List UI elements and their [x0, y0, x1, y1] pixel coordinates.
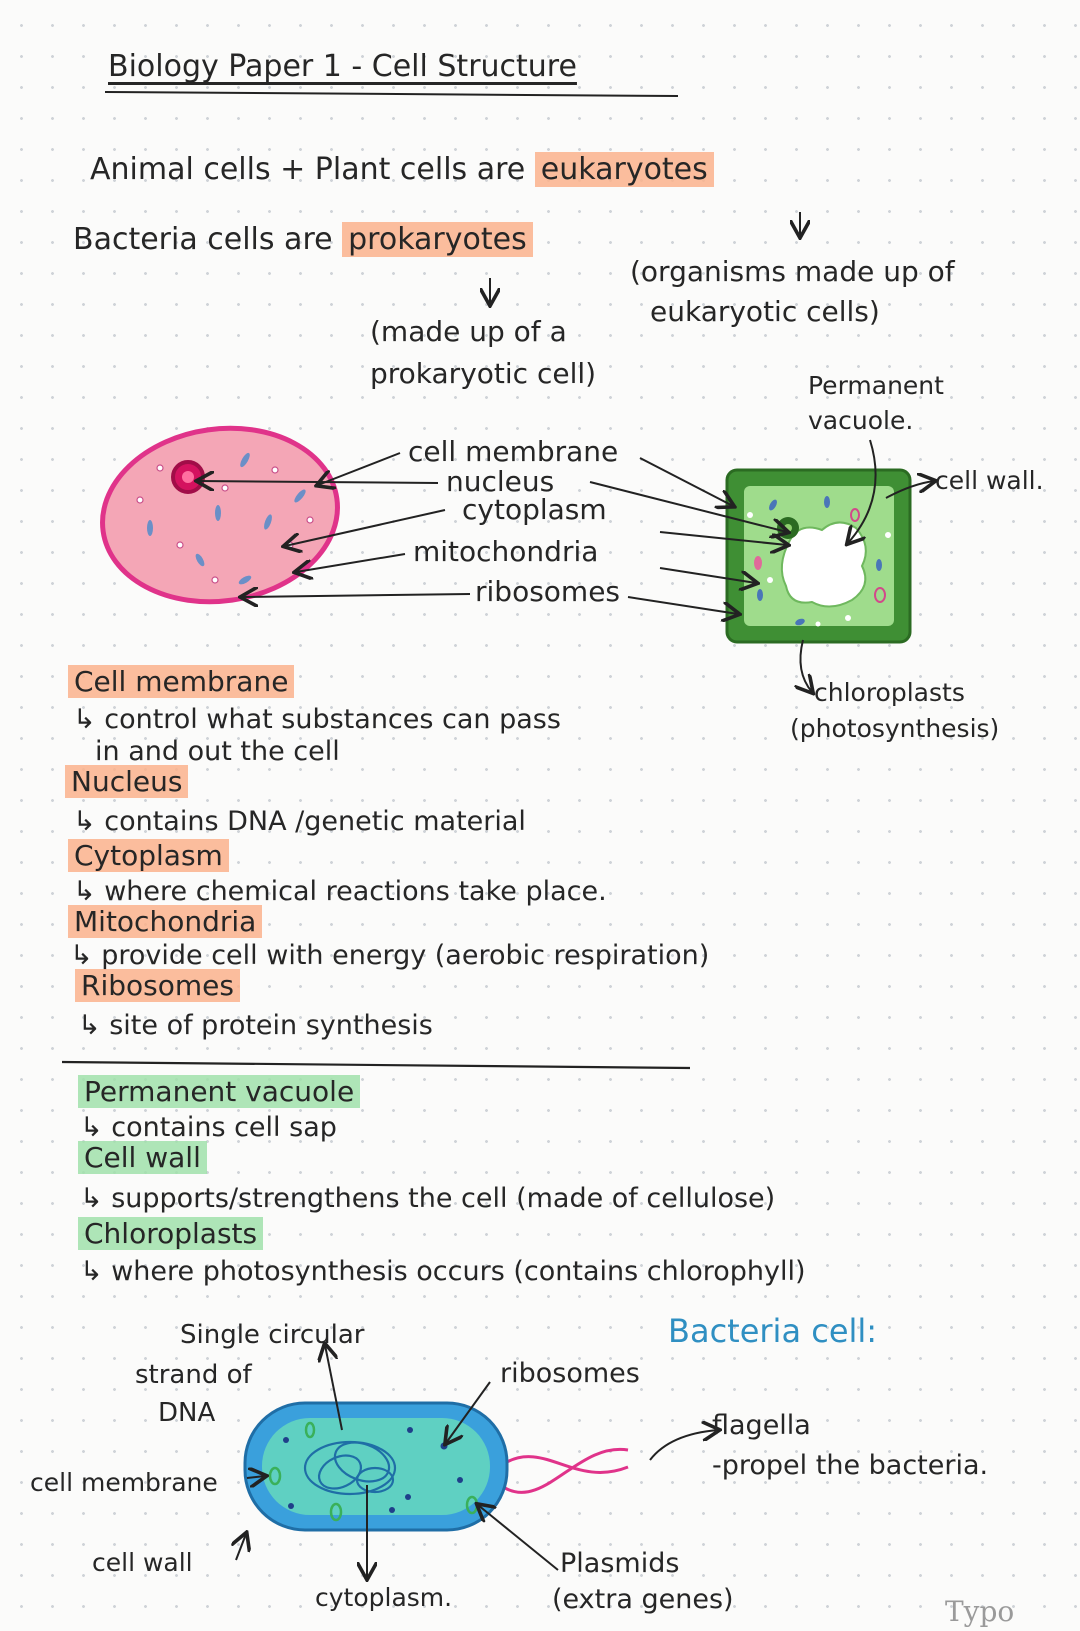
bacteria-dna-2: strand of [135, 1360, 252, 1390]
bacteria-dna-3: DNA [158, 1398, 216, 1428]
eukaryote-note-1: (organisms made up of [630, 255, 955, 288]
arrow-plasmids [478, 1505, 559, 1571]
term-mitochondria: Mitochondria [68, 905, 263, 938]
eukaryote-note-2: eukaryotic cells) [650, 295, 880, 328]
arrow-chloroplasts [800, 639, 812, 692]
bacteria-cell-diagram [243, 1401, 629, 1532]
label-permanent-vacuole-1: Permanent [808, 371, 944, 400]
arrow-vacuole [848, 439, 877, 543]
bacteria-flagella-1: flagella [712, 1410, 811, 1441]
desc-cytoplasm: ↳ where chemical reactions take place. [73, 876, 607, 907]
bacteria-plasmids-2: (extra genes) [552, 1584, 734, 1615]
desc-cell-wall: ↳ supports/strengthens the cell (made of… [80, 1183, 776, 1214]
arrow-cellwall [885, 481, 934, 499]
desc-cell-membrane-1: ↳ control what substances can pass [73, 704, 561, 735]
desc-permanent-vacuole: ↳ contains cell sap [80, 1112, 337, 1143]
prokaryote-note-2: prokaryotic cell) [370, 357, 597, 390]
bacteria-dna-loop [303, 1440, 397, 1496]
plant-cell-diagram [725, 468, 912, 644]
term-cell-membrane: Cell membrane [68, 665, 295, 698]
bacteria-cell-membrane: cell membrane [30, 1468, 218, 1497]
desc-chloroplasts: ↳ where photosynthesis occurs (contains … [80, 1256, 806, 1287]
arrow-membrane-animal [318, 452, 401, 485]
bacteria-flagella-2: -propel the bacteria. [712, 1450, 989, 1481]
arrow-ribo-plant [627, 596, 738, 614]
label-chloroplasts-2: (photosynthesis) [790, 714, 1000, 743]
desc-cell-membrane-2: in and out the cell [95, 736, 340, 767]
arrow-mito-animal [296, 553, 406, 572]
arrow-cytoplasm-plant [659, 531, 787, 545]
footer-brand-logo: Typo [945, 1595, 1015, 1628]
bacteria-heading: Bacteria cell: [668, 1312, 878, 1350]
bacteria-ribosomes: ribosomes [500, 1358, 640, 1389]
intro-line-2-text: Bacteria cells are [73, 222, 333, 257]
arrow-nucleus-animal [198, 481, 439, 483]
prokaryote-note-1: (made up of a [370, 315, 567, 348]
arrow-ribo-animal [242, 594, 471, 597]
bacteria-cytoplasm [262, 1418, 490, 1515]
term-permanent-vacuole: Permanent vacuole [78, 1075, 361, 1108]
desc-nucleus: ↳ contains DNA /genetic material [73, 806, 526, 837]
label-chloroplasts-1: chloroplasts [814, 678, 965, 707]
label-mitochondria: mitochondria [413, 535, 599, 568]
label-cell-membrane: cell membrane [408, 435, 619, 468]
desc-mitochondria: ↳ provide cell with energy (aerobic resp… [70, 940, 710, 971]
label-permanent-vacuole-2: vacuole. [808, 406, 914, 435]
arrow-nucleus-plant [589, 481, 787, 532]
intro-line-2: Bacteria cells are prokaryotes [73, 222, 533, 257]
bacteria-plasmids-1: Plasmids [560, 1548, 680, 1579]
arrow-membrane-bact [246, 1476, 265, 1478]
intro-line-1: Animal cells + Plant cells are eukaryote… [90, 152, 714, 187]
section-divider [61, 1060, 691, 1070]
arrow-dna [325, 1345, 343, 1431]
label-ribosomes: ribosomes [475, 575, 621, 608]
desc-ribosomes: ↳ site of protein synthesis [78, 1010, 433, 1041]
arrow-flagella [649, 1430, 718, 1461]
term-cytoplasm: Cytoplasm [68, 839, 229, 872]
arrow-cytoplasm-animal [285, 509, 446, 546]
arrow-membrane-plant [639, 457, 733, 506]
eukaryotes-term: eukaryotes [534, 152, 714, 187]
arrow-wall-bact [236, 1534, 246, 1561]
prokaryotes-term: prokaryotes [342, 222, 533, 257]
arrow-mito-plant [659, 567, 756, 583]
term-chloroplasts: Chloroplasts [78, 1217, 264, 1250]
bacteria-dna-1: Single circular [180, 1320, 365, 1350]
bacteria-flagella [504, 1447, 629, 1494]
term-cell-wall: Cell wall [78, 1141, 207, 1174]
bacteria-cell-wall: cell wall [92, 1548, 193, 1577]
bacteria-cytoplasm: cytoplasm. [315, 1583, 453, 1612]
intro-line-1-text: Animal cells + Plant cells are [90, 152, 526, 187]
term-ribosomes: Ribosomes [75, 969, 240, 1002]
arrow-ribosomes-bact [446, 1381, 491, 1443]
page-title: Biology Paper 1 - Cell Structure [108, 49, 577, 84]
title-underline [104, 91, 679, 97]
term-nucleus: Nucleus [65, 765, 189, 798]
label-cell-wall: cell wall. [935, 466, 1044, 495]
label-cytoplasm: cytoplasm [462, 493, 607, 526]
label-nucleus: nucleus [446, 465, 555, 498]
animal-cell-diagram [100, 425, 340, 605]
